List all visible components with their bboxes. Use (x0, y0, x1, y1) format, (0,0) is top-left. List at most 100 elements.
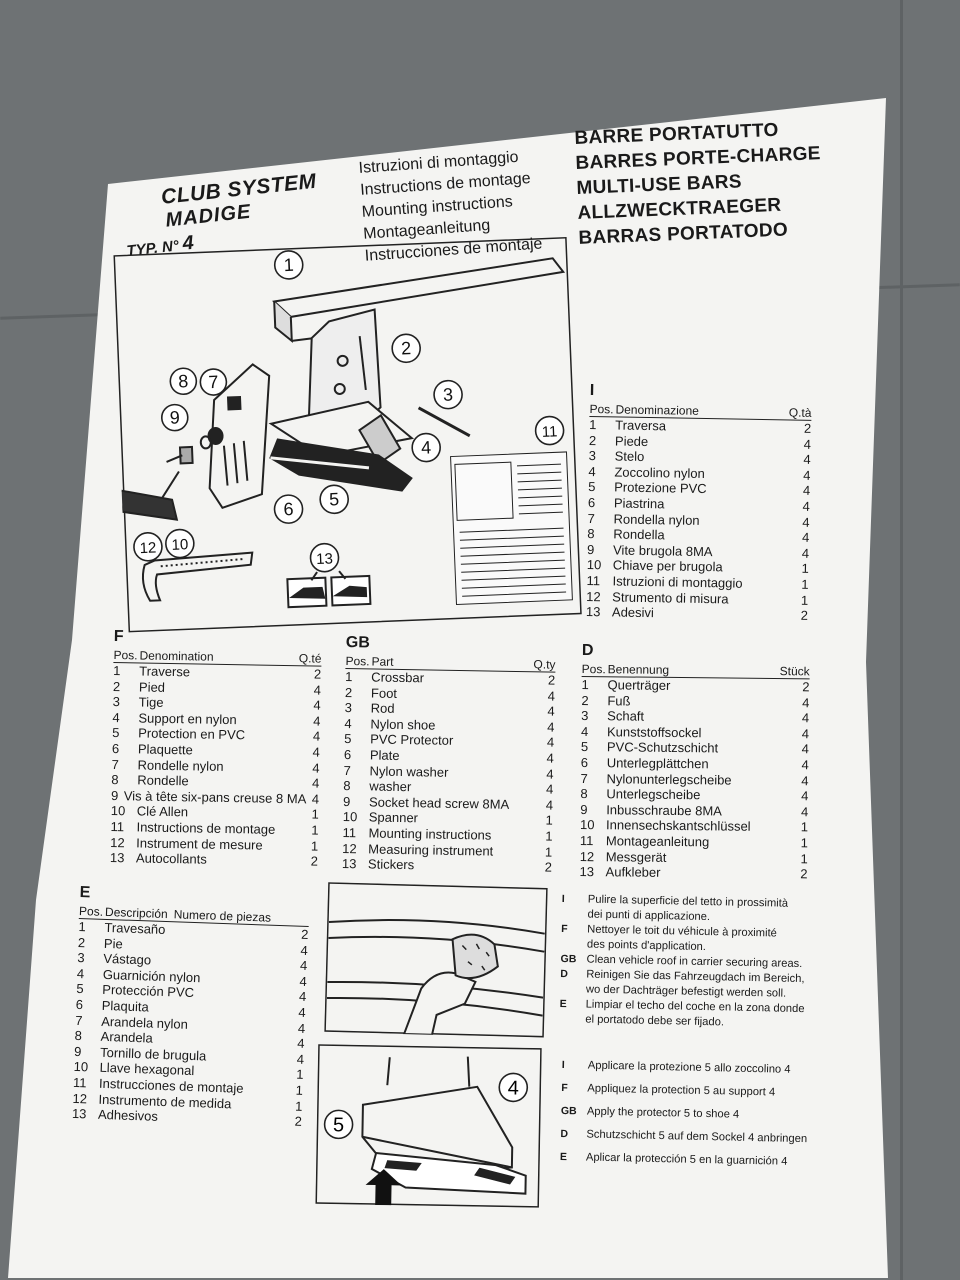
row-qty: 2 (310, 853, 319, 869)
col-qty: Stück (779, 664, 810, 679)
row-name: Montageanleitung (605, 833, 710, 850)
row-qty: 1 (800, 835, 808, 851)
row-qty: 2 (802, 679, 810, 695)
col-qty: Q.té (298, 651, 322, 666)
row-qty: 4 (545, 797, 554, 813)
table-row: 13 Autocollants 2 (110, 850, 318, 869)
row-name: Schaft (607, 708, 645, 724)
row-qty: 4 (801, 726, 810, 742)
row-pos: 6 (587, 494, 596, 511)
row-qty: 1 (295, 1082, 304, 1098)
row-pos: 4 (588, 463, 596, 479)
row-qty: 4 (297, 1035, 305, 1052)
shoe-drawing (268, 400, 415, 465)
rod-drawing (417, 406, 471, 438)
language-code: D (560, 967, 569, 981)
row-qty: 2 (803, 420, 812, 436)
row-name: Nylonunterlegscheibe (606, 770, 732, 788)
row-qty: 1 (311, 806, 319, 822)
callout-12: 12 (139, 539, 156, 557)
row-pos: 13 (579, 864, 595, 880)
row-pos: 7 (343, 762, 351, 778)
callout-5: 5 (329, 489, 340, 509)
row-name: Unterlegplättchen (606, 755, 709, 772)
row-pos: 3 (112, 694, 121, 710)
row-qty: 1 (295, 1067, 304, 1083)
row-qty: 4 (311, 775, 320, 791)
row-pos: 13 (109, 850, 125, 866)
row-pos: 11 (342, 824, 357, 841)
row-pos: 1 (581, 676, 589, 693)
row-pos: 1 (78, 918, 87, 935)
step1-clean-roof-illustration (324, 882, 548, 1038)
row-pos: 12 (72, 1090, 88, 1106)
row-qty: 2 (294, 1113, 303, 1130)
row-qty: 1 (545, 812, 553, 828)
row-qty: 1 (310, 838, 319, 854)
language-code: F (561, 922, 568, 936)
row-name: Kunststoffsockel (606, 724, 702, 741)
row-name: Autocollants (135, 850, 207, 867)
col-qty: Q.tà (788, 405, 812, 420)
col-pos: Pos. (581, 661, 606, 677)
row-pos: 5 (76, 981, 84, 997)
row-pos: 8 (580, 786, 588, 802)
row-qty: 2 (800, 607, 809, 623)
row-pos: 9 (110, 787, 119, 803)
row-pos: 4 (112, 709, 120, 725)
col-pos: Pos. (78, 903, 104, 919)
col-name: Benennung (607, 662, 670, 677)
col-qty: Q.ty (533, 657, 556, 672)
up-arrow (365, 1169, 402, 1206)
row-qty: 4 (313, 713, 321, 729)
row-qty: 4 (313, 697, 321, 713)
language-code: E (559, 1150, 568, 1164)
row-qty: 4 (296, 1051, 305, 1067)
col-name: Part (371, 654, 394, 669)
product-titles: BARRE PORTATUTTO BARRES PORTE-CHARGE MUL… (574, 116, 824, 251)
row-pos: 12 (110, 834, 125, 850)
row-pos: 2 (112, 678, 121, 694)
row-pos: 10 (73, 1059, 89, 1075)
row-qty: 2 (547, 672, 556, 688)
row-qty: 4 (299, 957, 308, 974)
row-pos: 12 (586, 588, 601, 604)
language-code: GB (560, 952, 577, 966)
row-qty: 1 (545, 828, 553, 844)
row-pos: 10 (580, 817, 595, 833)
row-pos: 8 (343, 778, 351, 794)
row-pos: 3 (77, 950, 85, 966)
row-pos: 12 (579, 848, 595, 864)
row-pos: 7 (587, 510, 595, 526)
row-name: Adesivi (611, 604, 655, 621)
row-qty: 4 (300, 942, 309, 958)
row-qty: 4 (545, 781, 554, 797)
row-qty: 4 (803, 436, 812, 452)
row-qty: 2 (300, 926, 309, 942)
row-pos: 1 (113, 662, 121, 679)
plate-drawing (208, 363, 271, 509)
row-pos: 4 (580, 723, 589, 739)
instruction-text: el portatodo debe ser fijado. (585, 1013, 725, 1029)
row-qty: 1 (801, 561, 809, 577)
row-pos: 3 (344, 700, 353, 716)
language-code: I (561, 1058, 565, 1072)
row-qty: 4 (299, 973, 308, 989)
language-code: D (560, 1127, 569, 1141)
callout-2: 2 (401, 338, 412, 358)
instruction-text: Aplicar la protección 5 en la guarnición… (585, 1151, 788, 1168)
row-qty: 2 (544, 859, 553, 875)
table-code: D (581, 642, 594, 660)
row-pos: 7 (74, 1012, 83, 1028)
row-pos: 1 (345, 668, 353, 685)
row-pos: 12 (342, 840, 357, 856)
row-pos: 7 (111, 756, 119, 772)
